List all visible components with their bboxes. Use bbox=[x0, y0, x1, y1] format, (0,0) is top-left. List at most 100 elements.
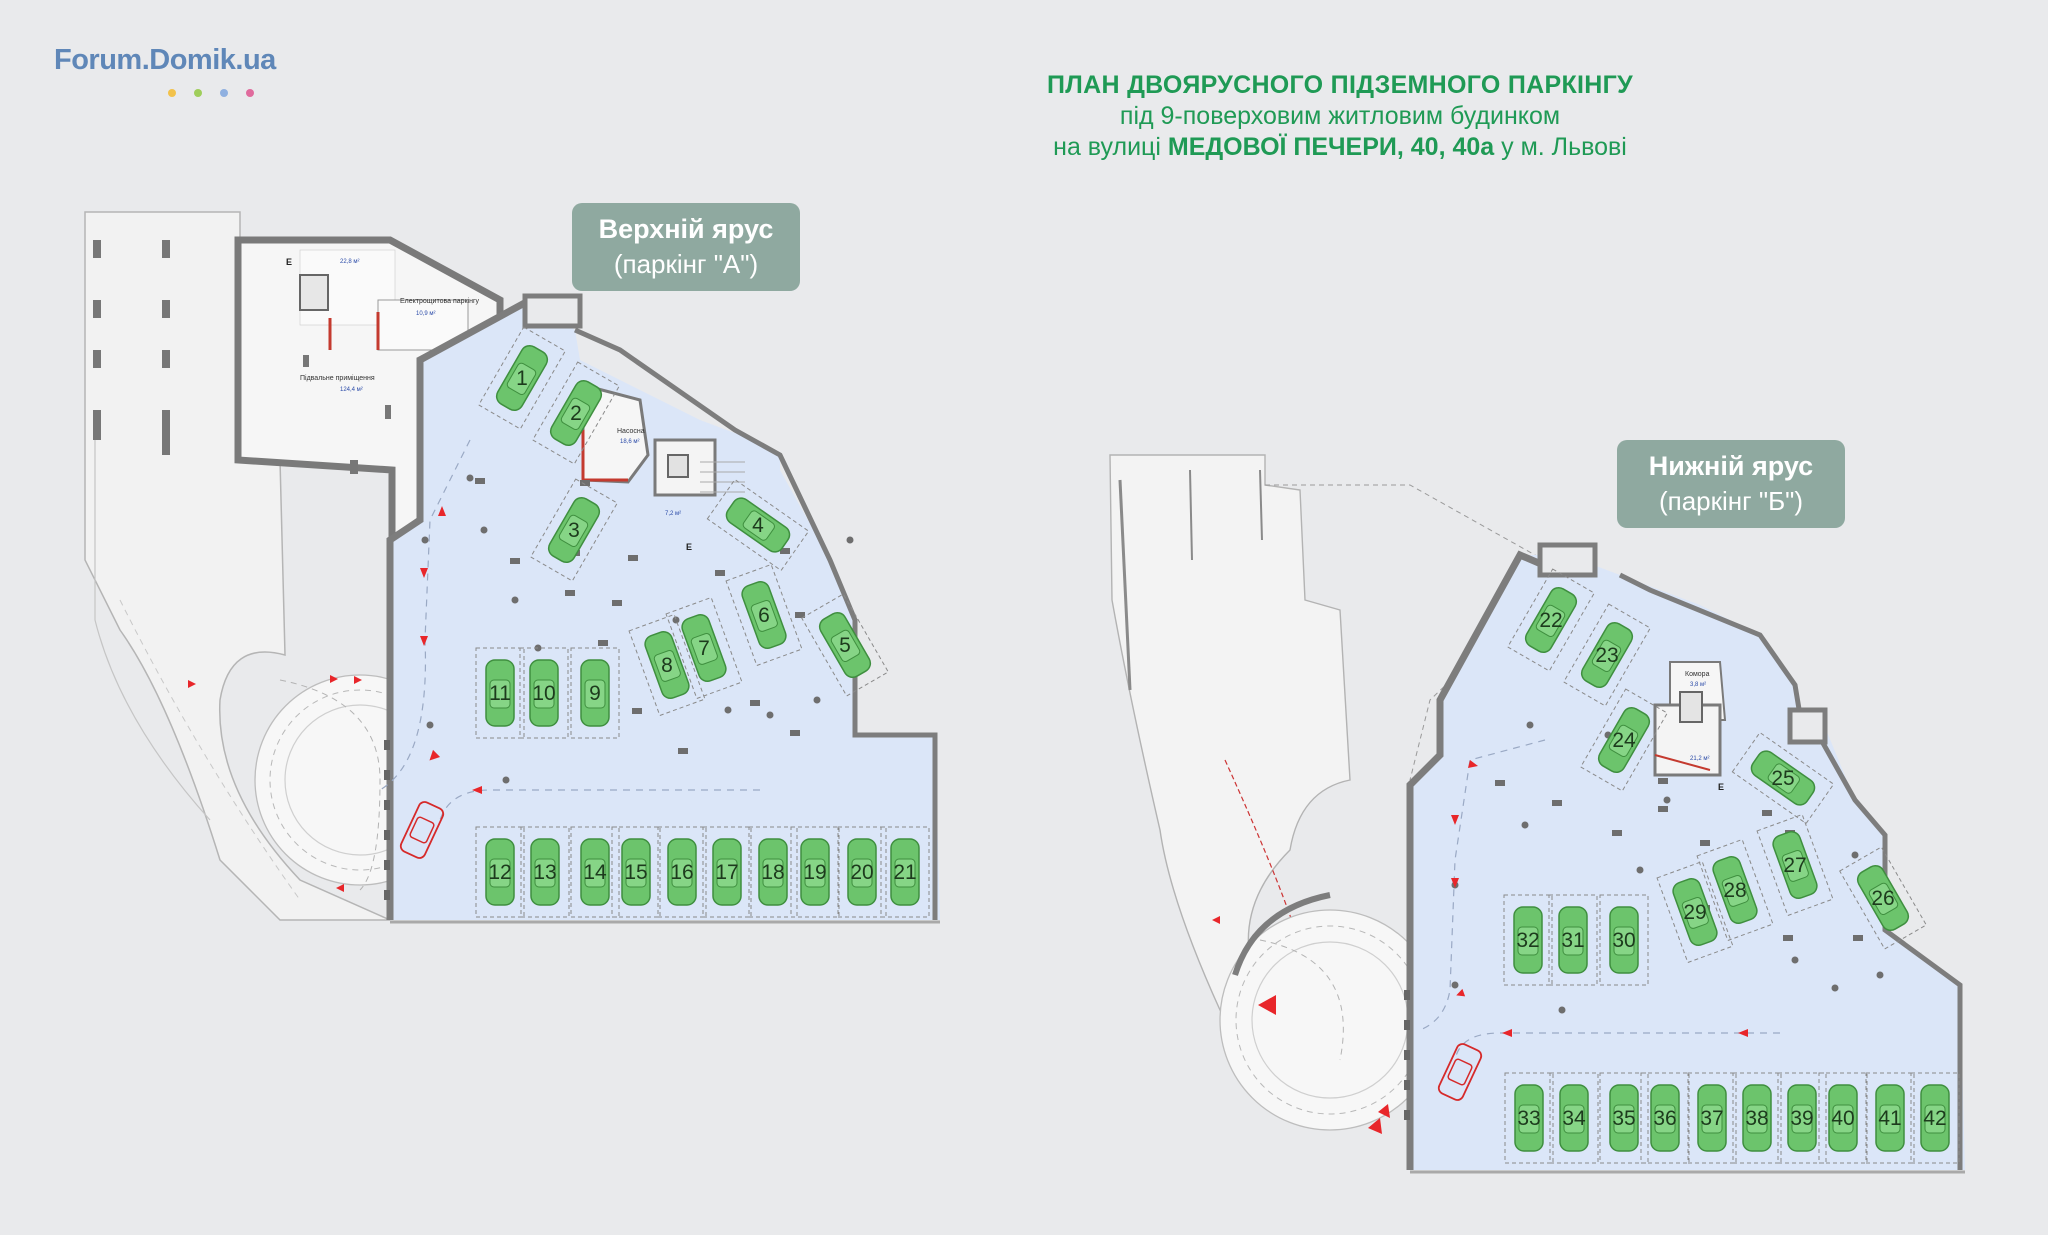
car-outline-body bbox=[1437, 1043, 1483, 1101]
car-cabin bbox=[1613, 1104, 1635, 1134]
edge-pillar bbox=[1404, 1020, 1410, 1030]
lower-red-wall bbox=[1654, 754, 1711, 771]
lower-parking-spot-32[interactable]: 32 bbox=[1503, 894, 1553, 986]
round-column bbox=[1791, 956, 1799, 964]
upper-parking-spot-19[interactable]: 19 bbox=[790, 826, 840, 918]
column bbox=[1658, 806, 1668, 812]
direction-arrow bbox=[1451, 815, 1459, 825]
parking-spot-number: 16 bbox=[670, 861, 693, 884]
upper-parking-spot-14[interactable]: 14 bbox=[570, 826, 620, 918]
upper-parking-spot-20[interactable]: 20 bbox=[837, 826, 887, 918]
lower-spiral-wall bbox=[1232, 892, 1331, 976]
parking-bay-outline bbox=[1640, 1072, 1690, 1164]
upper-parking-spot-15[interactable]: 15 bbox=[611, 826, 661, 918]
forum-domik-logo[interactable]: Forum.Domik.ua bbox=[54, 44, 276, 97]
round-column bbox=[766, 711, 774, 719]
upper-tier-label: Верхній ярус (паркінг "А") bbox=[572, 203, 800, 291]
parking-bay-outline bbox=[570, 826, 620, 918]
upper-parking-spot-12[interactable]: 12 bbox=[475, 826, 525, 918]
upper-parking-spot-21[interactable]: 21 bbox=[880, 826, 930, 918]
lower-parking-spot-35[interactable]: 35 bbox=[1599, 1072, 1649, 1164]
car-cabin bbox=[1591, 639, 1622, 673]
lower-parking-spot-38[interactable]: 38 bbox=[1732, 1072, 1782, 1164]
direction-arrow bbox=[1502, 1029, 1512, 1037]
upper-parking-spot-17[interactable]: 17 bbox=[702, 826, 752, 918]
column bbox=[780, 548, 790, 554]
lower-parking-floor bbox=[1410, 555, 1965, 1170]
column bbox=[632, 708, 642, 714]
logo-dot bbox=[194, 89, 202, 97]
upper-parking-spot-13[interactable]: 13 bbox=[520, 826, 570, 918]
upper-parking-spot-3[interactable]: 3 bbox=[530, 478, 618, 582]
basement-room-name: Підвальне приміщення bbox=[300, 374, 375, 382]
column bbox=[510, 558, 520, 564]
parking-bay-outline bbox=[1599, 894, 1649, 986]
lower-parking-spot-28[interactable]: 28 bbox=[1696, 838, 1774, 942]
direction-arrow bbox=[188, 680, 196, 688]
lower-parking-wall bbox=[1406, 550, 1557, 1170]
round-column bbox=[1876, 971, 1884, 979]
round-column bbox=[1558, 1006, 1566, 1014]
round-column bbox=[672, 616, 680, 624]
lower-parking-spot-40[interactable]: 40 bbox=[1818, 1072, 1868, 1164]
column bbox=[1783, 935, 1793, 941]
lower-parking-spot-30[interactable]: 30 bbox=[1599, 894, 1649, 986]
upper-red-car-outline bbox=[399, 801, 445, 859]
lower-parking-spot-24[interactable]: 24 bbox=[1580, 688, 1668, 792]
car-outline-cabin bbox=[409, 816, 435, 844]
logo-dot bbox=[246, 89, 254, 97]
round-column bbox=[511, 596, 519, 604]
round-column bbox=[1526, 721, 1534, 729]
basement-room-area: 124,4 м² bbox=[340, 387, 363, 393]
lower-parking-spot-27[interactable]: 27 bbox=[1756, 813, 1834, 917]
logo-dot bbox=[220, 89, 228, 97]
round-column bbox=[1831, 984, 1839, 992]
direction-arrow bbox=[1468, 760, 1478, 768]
edge-pillar bbox=[1404, 1050, 1410, 1060]
upper-parking-spot-9[interactable]: 9 bbox=[570, 647, 620, 739]
parking-spot-number: 38 bbox=[1745, 1107, 1768, 1130]
parking-bay-outline bbox=[1839, 846, 1927, 950]
parking-spot-number: 20 bbox=[850, 861, 873, 884]
round-column bbox=[466, 474, 474, 482]
direction-arrow bbox=[1378, 1104, 1390, 1118]
edge-pillar bbox=[1404, 990, 1410, 1000]
parking-spot-number: 42 bbox=[1923, 1107, 1946, 1130]
lower-parking-spot-29[interactable]: 29 bbox=[1656, 860, 1734, 964]
lower-stair-area: 21,2 м² bbox=[1690, 756, 1709, 762]
upper-parking-spot-1[interactable]: 1 bbox=[478, 326, 566, 430]
logo-dots bbox=[168, 84, 272, 102]
upper-parking-spot-16[interactable]: 16 bbox=[657, 826, 707, 918]
lower-parking-spot-26[interactable]: 26 bbox=[1839, 846, 1927, 950]
parking-bay-outline bbox=[1548, 894, 1598, 986]
car-cabin bbox=[506, 362, 537, 396]
lower-parking-spot-22[interactable]: 22 bbox=[1507, 568, 1595, 672]
plan-title: ПЛАН ДВОЯРУСНОГО ПІДЗЕМНОГО ПАРКІНГУ під… bbox=[950, 70, 1730, 163]
upper-parking-spot-11[interactable]: 11 bbox=[475, 647, 525, 739]
lower-parking-spot-33[interactable]: 33 bbox=[1504, 1072, 1554, 1164]
column bbox=[580, 480, 590, 486]
parking-bay-outline bbox=[1599, 1072, 1649, 1164]
lower-parking-spot-41[interactable]: 41 bbox=[1865, 1072, 1915, 1164]
lower-parking-spot-42[interactable]: 42 bbox=[1910, 1072, 1960, 1164]
lower-parking-spot-37[interactable]: 37 bbox=[1687, 1072, 1737, 1164]
upper-parking-spot-10[interactable]: 10 bbox=[519, 647, 569, 739]
parking-bay-outline bbox=[532, 361, 620, 465]
lower-parking-spot-34[interactable]: 34 bbox=[1549, 1072, 1599, 1164]
parking-bay-outline bbox=[1777, 1072, 1827, 1164]
lower-tier-plan: Комора 3,8 м² 21,2 м² E bbox=[1109, 454, 1965, 1174]
upper-parking-spot-8[interactable]: 8 bbox=[628, 613, 706, 717]
upper-parking-spot-4[interactable]: 4 bbox=[706, 478, 810, 572]
upper-parking-spot-6[interactable]: 6 bbox=[725, 563, 803, 667]
lower-parking-spot-31[interactable]: 31 bbox=[1548, 894, 1598, 986]
lower-parking-spot-25[interactable]: 25 bbox=[1731, 731, 1835, 825]
upper-parking-spot-18[interactable]: 18 bbox=[748, 826, 798, 918]
lower-parking-spot-36[interactable]: 36 bbox=[1640, 1072, 1690, 1164]
round-column bbox=[502, 776, 510, 784]
column bbox=[565, 590, 575, 596]
lower-parking-spot-39[interactable]: 39 bbox=[1777, 1072, 1827, 1164]
column bbox=[1495, 780, 1505, 786]
car-cabin bbox=[1535, 604, 1566, 638]
parking-spot-number: 2 bbox=[570, 402, 582, 425]
upper-parking-spot-2[interactable]: 2 bbox=[532, 361, 620, 465]
